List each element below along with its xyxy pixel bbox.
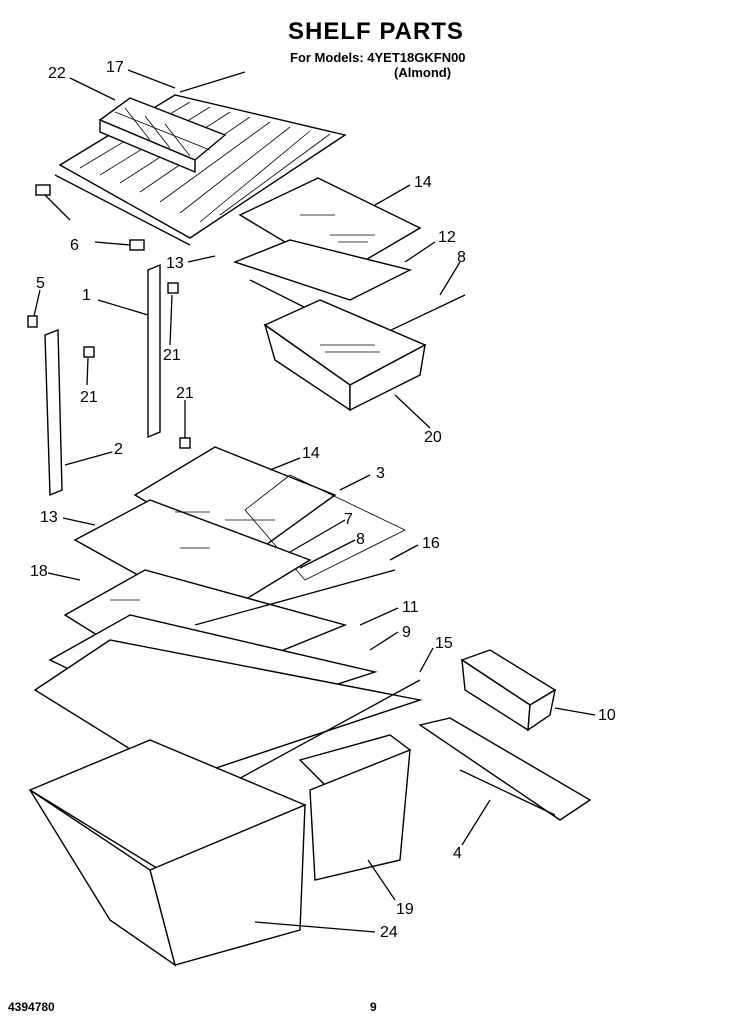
callout-14-upper: 14 (414, 174, 432, 191)
callout-14-lower: 14 (302, 445, 320, 462)
shelf-rails-drawing (27, 263, 191, 497)
callout-5: 5 (36, 275, 45, 292)
callout-9: 9 (402, 624, 411, 641)
callout-7: 7 (344, 511, 353, 528)
callout-11: 11 (402, 599, 419, 616)
callout-6: 6 (70, 237, 79, 254)
crisper-drawers-drawing (28, 734, 412, 967)
upper-crisper-drawing (263, 299, 427, 412)
callout-17: 17 (106, 59, 124, 76)
callout-21-c: 21 (176, 385, 194, 402)
callout-3: 3 (376, 465, 385, 482)
callout-8-lower: 8 (356, 531, 365, 548)
callout-21-a: 21 (163, 347, 181, 364)
callout-20: 20 (424, 429, 442, 446)
page-title: SHELF PARTS (288, 18, 464, 45)
callout-10: 10 (598, 707, 616, 724)
callout-13-upper: 13 (166, 255, 184, 272)
leader-lines (33, 69, 596, 933)
callout-13-lower: 13 (40, 509, 58, 526)
egg-tray-drawing (98, 97, 227, 174)
dairy-bin-drawing (460, 649, 557, 732)
callout-1: 1 (82, 287, 91, 304)
callout-18: 18 (30, 563, 48, 580)
middle-glass-shelves-drawing (33, 446, 423, 801)
callout-4: 4 (453, 845, 462, 862)
callout-19: 19 (396, 901, 414, 918)
model-info: For Models: 4YET18GKFN00 (Almond) (290, 50, 466, 80)
callout-22: 22 (48, 65, 66, 82)
models-line: For Models: 4YET18GKFN00 (290, 50, 466, 65)
document-number: 4394780 (8, 1000, 55, 1014)
callout-labels: 22 17 14 6 13 12 8 5 1 21 21 21 20 2 14 … (30, 59, 616, 941)
callout-15: 15 (435, 635, 453, 652)
callout-21-b: 21 (80, 389, 98, 406)
callout-8-upper: 8 (457, 249, 466, 266)
callout-16: 16 (422, 535, 440, 552)
page-number: 9 (370, 1000, 377, 1014)
callout-12: 12 (438, 229, 456, 246)
model-variant: (Almond) (394, 65, 452, 80)
crisper-cover-drawing (418, 717, 592, 821)
callout-2: 2 (114, 441, 123, 458)
callout-24: 24 (380, 924, 398, 941)
